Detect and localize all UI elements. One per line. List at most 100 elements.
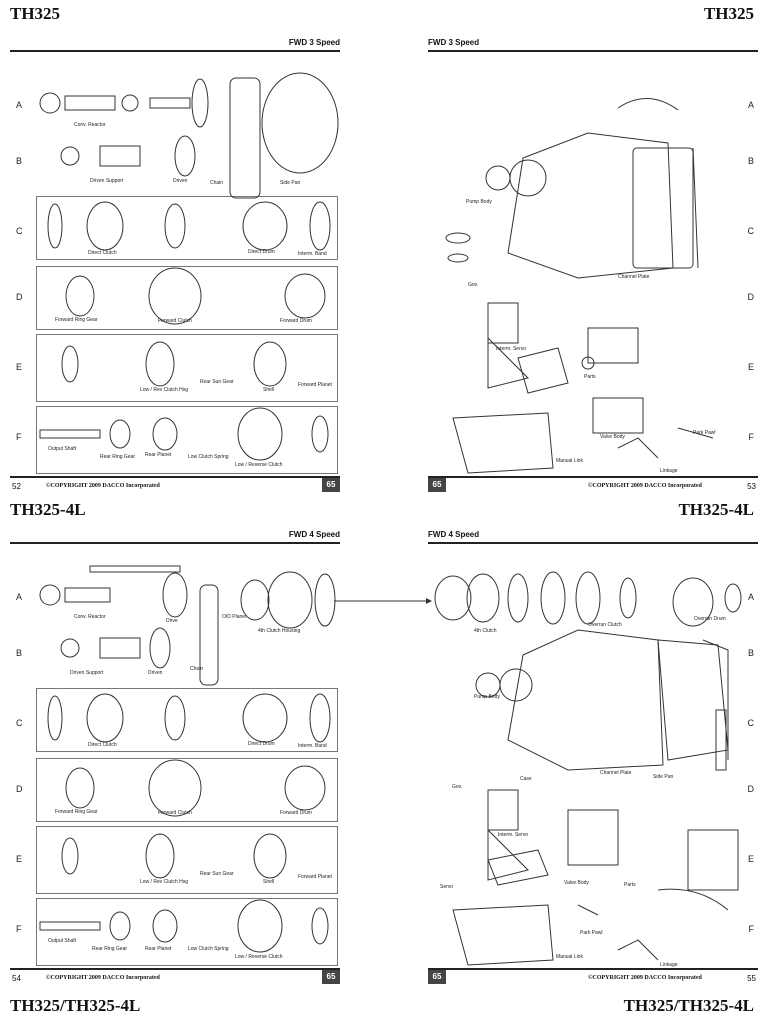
label-od-planet: O/D Planet xyxy=(222,614,247,620)
label-rear-sun-gear: Rear Sun Gear xyxy=(200,379,234,385)
count-badge: 65 xyxy=(322,970,340,984)
exploded-parts-art: Pump Body Channel Plate Gov. Interm. Ser… xyxy=(445,98,716,474)
row-label-f: F xyxy=(16,432,22,442)
label-rear-planet: Rear Planet xyxy=(145,946,172,952)
panel-connector-line xyxy=(334,598,432,604)
label-driven: Driven xyxy=(148,670,163,676)
exploded-parts-art: Conv. Reactor Drive O/D Planet 4th Clutc… xyxy=(39,565,336,960)
label-forward-ring-gear: Forward Ring Gear xyxy=(55,317,98,323)
row-label-f: F xyxy=(748,924,755,934)
label-forward-ring-gear: Forward Ring Gear xyxy=(55,809,98,815)
row-box-d xyxy=(36,758,338,822)
label-output-shaft: Output Shaft xyxy=(48,938,77,944)
label-output-shaft: Output Shaft xyxy=(48,446,77,452)
header-top-left: TH325 xyxy=(10,4,61,23)
row-label-c: C xyxy=(747,718,755,728)
label-forward-planet: Forward Planet xyxy=(298,382,333,388)
label-parts: Parts xyxy=(624,882,636,888)
label-chain: Chain xyxy=(190,666,203,672)
label-manual-link: Manual Link xyxy=(556,954,583,960)
row-label-b: B xyxy=(16,648,23,658)
diagram-panel-fwd3-case: FWD 3 Speed A B C D E F Pump Body Channe… xyxy=(428,38,758,492)
label-forward-planet: Forward Planet xyxy=(298,874,333,880)
row-label-e: E xyxy=(747,854,754,864)
label-direct-drum: Direct Drum xyxy=(248,741,275,747)
row-label-a: A xyxy=(16,592,23,602)
header-top-right: TH325 xyxy=(703,4,754,23)
row-label-f: F xyxy=(16,924,22,934)
label-4th-clutch-housing: 4th Clutch Housing xyxy=(258,628,300,634)
row-label-c: C xyxy=(16,226,23,236)
label-case: Case xyxy=(520,776,532,782)
count-badge: 65 xyxy=(428,478,446,492)
label-low-clutch-spring: Low Clutch Spring xyxy=(188,454,229,460)
label-forward-clutch: Forward Clutch xyxy=(158,810,192,816)
copyright: ©COPYRIGHT 2009 DACCO Incorporated xyxy=(588,483,702,489)
header-bottom-right: TH325/TH325-4L xyxy=(623,996,754,1015)
label-park-pawl: Park Pawl xyxy=(693,430,716,436)
label-interm-band: Interm. Band xyxy=(298,251,327,257)
copyright: ©COPYRIGHT 2009 DACCO Incorporated xyxy=(46,483,160,489)
row-box-d xyxy=(36,266,338,330)
label-channel-plate: Channel Plate xyxy=(600,770,632,776)
label-direct-drum: Direct Drum xyxy=(248,249,275,255)
row-label-e: E xyxy=(16,854,23,864)
copyright: ©COPYRIGHT 2009 DACCO Incorporated xyxy=(46,975,160,981)
row-label-c: C xyxy=(747,226,755,236)
row-label-c: C xyxy=(16,718,23,728)
label-servo: Servo xyxy=(440,884,453,890)
label-manual-link: Manual Link xyxy=(556,458,583,464)
speed-label: FWD 3 Speed xyxy=(428,38,480,47)
diagram-panel-fwd4-drivetrain: FWD 4 Speed A B C D E F Conv. Reactor Dr… xyxy=(10,530,340,984)
speed-label: FWD 4 Speed xyxy=(288,530,340,539)
label-interm-servo: Interm. Servo xyxy=(498,832,528,838)
label-side-pan: Side Pan xyxy=(280,180,301,186)
label-gov: Gov. xyxy=(468,282,478,288)
copyright: ©COPYRIGHT 2009 DACCO Incorporated xyxy=(588,975,702,981)
row-box-e xyxy=(36,334,338,402)
page-number: 53 xyxy=(747,482,756,491)
label-low-reverse-clutch: Low / Reverse Clutch xyxy=(235,462,283,468)
label-pump-body: Pump Body xyxy=(466,199,492,205)
row-label-d: D xyxy=(747,292,755,302)
label-4th-clutch: 4th Clutch xyxy=(474,628,497,634)
row-box-f xyxy=(36,406,338,474)
page-number: 54 xyxy=(12,974,21,983)
speed-label: FWD 4 Speed xyxy=(428,530,480,539)
label-driven-support: Driven Support xyxy=(90,178,124,184)
label-low-rev-clutch-hsg: Low / Rev Clutch Hsg xyxy=(140,879,188,885)
label-direct-clutch: Direct Clutch xyxy=(88,250,117,256)
row-box-f xyxy=(36,898,338,966)
row-box-c xyxy=(36,196,338,260)
footer-rule xyxy=(10,476,340,478)
label-channel-plate: Channel Plate xyxy=(618,274,650,280)
label-shell: Shell xyxy=(263,387,274,393)
label-interm-servo: Interm. Servo xyxy=(496,346,526,352)
label-valve-body: Valve Body xyxy=(564,880,589,886)
top-rule xyxy=(10,50,340,52)
label-low-rev-clutch-hsg: Low / Rev Clutch Hsg xyxy=(140,387,188,393)
label-rear-ring-gear: Rear Ring Gear xyxy=(92,946,127,952)
row-label-d: D xyxy=(16,292,23,302)
label-linkage: Linkage xyxy=(660,962,678,968)
top-rule xyxy=(428,50,758,52)
page-number: 52 xyxy=(12,482,21,491)
page-number: 55 xyxy=(747,974,756,983)
count-badge: 65 xyxy=(322,478,340,492)
label-shell: Shell xyxy=(263,879,274,885)
row-label-d: D xyxy=(747,784,755,794)
label-parts: Parts xyxy=(584,374,596,380)
top-rule xyxy=(10,542,340,544)
label-direct-clutch: Direct Clutch xyxy=(88,742,117,748)
row-label-f: F xyxy=(748,432,755,442)
row-label-e: E xyxy=(747,362,754,372)
count-badge: 65 xyxy=(428,970,446,984)
row-label-a: A xyxy=(16,100,23,110)
label-park-pawl: Park Pawl xyxy=(580,930,603,936)
row-label-a: A xyxy=(747,592,754,602)
row-box-e xyxy=(36,826,338,894)
speed-label: FWD 3 Speed xyxy=(288,38,340,47)
label-conv-reactor: Conv. Reactor xyxy=(74,614,106,620)
row-label-e: E xyxy=(16,362,23,372)
row-box-c xyxy=(36,688,338,752)
